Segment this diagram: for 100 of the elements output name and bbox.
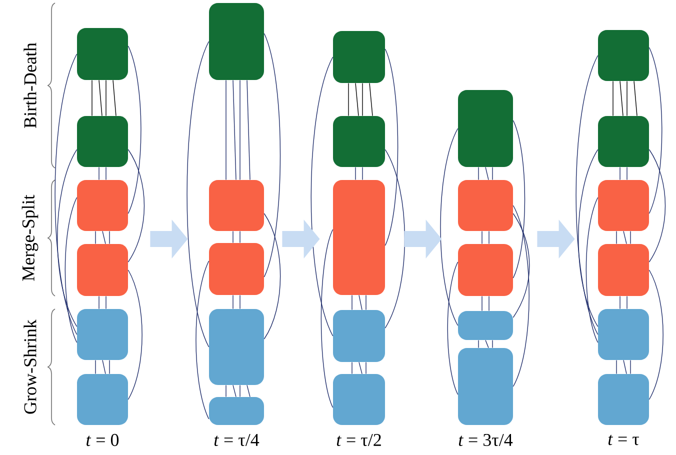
state-box <box>333 31 385 83</box>
connector-line <box>612 80 614 116</box>
connector-line <box>358 294 362 310</box>
state-box <box>209 309 264 385</box>
connector-line <box>95 360 96 374</box>
connector-line <box>488 230 490 244</box>
connector-line <box>623 230 627 244</box>
connector-line <box>232 294 234 310</box>
connector-line <box>485 166 489 180</box>
connector-line <box>485 340 489 348</box>
state-box <box>598 244 649 296</box>
connector-line <box>232 384 236 398</box>
group-label: Merge-Split <box>22 194 38 281</box>
connector-line <box>384 48 398 246</box>
state-box <box>77 374 128 425</box>
connector-line <box>232 230 234 244</box>
connector-line <box>586 197 598 343</box>
connector-line <box>64 197 78 343</box>
connector-line <box>358 362 362 374</box>
connector-line <box>440 128 458 326</box>
connector-line <box>512 213 530 318</box>
connector-line <box>626 296 628 310</box>
connector-line <box>369 82 373 116</box>
connector-line <box>362 166 363 180</box>
state-box <box>458 90 513 167</box>
state-box <box>209 180 264 231</box>
connector-line <box>492 340 493 348</box>
connector-line <box>634 80 638 116</box>
state-box <box>333 374 385 425</box>
connector-line <box>232 80 236 180</box>
connector-line <box>128 149 145 262</box>
state-box <box>209 3 264 80</box>
connector-line <box>648 47 662 214</box>
connector-line <box>310 56 334 336</box>
connector-line <box>98 296 100 310</box>
connector-line <box>246 384 250 398</box>
connector-line <box>478 166 479 180</box>
connector-line <box>384 149 406 328</box>
state-box <box>333 310 385 362</box>
connector-line <box>492 166 493 180</box>
connector-line <box>623 360 627 374</box>
state-box <box>598 180 649 231</box>
connector-line <box>54 54 78 335</box>
connector-line <box>478 340 479 348</box>
connector-line <box>112 80 116 116</box>
connector-line <box>512 205 530 387</box>
connector-line <box>264 33 281 278</box>
connector-line <box>620 80 624 116</box>
connector-line <box>98 80 102 116</box>
connector-line <box>355 82 359 116</box>
connector-line <box>102 230 106 244</box>
group-label: Grow-Shrink <box>24 320 36 414</box>
connector-line <box>576 55 598 335</box>
connector-line <box>109 360 110 374</box>
state-box <box>458 180 513 231</box>
connector-line <box>246 80 250 180</box>
connector-line <box>128 46 142 214</box>
connector-line <box>186 41 210 348</box>
state-box <box>598 30 649 81</box>
connector-line <box>616 360 617 374</box>
state-box <box>458 348 513 425</box>
connector-line <box>578 149 598 327</box>
connector-line <box>102 360 106 374</box>
connector-line <box>488 296 490 312</box>
connector-line <box>648 149 666 262</box>
connector-line <box>648 270 664 400</box>
connector-line <box>447 262 458 395</box>
state-box <box>209 243 264 295</box>
state-box <box>333 180 385 295</box>
connector-line <box>626 80 628 116</box>
state-box <box>598 116 649 167</box>
state-box <box>77 244 128 296</box>
state-box <box>458 311 513 340</box>
connector-line <box>630 230 631 244</box>
connector-line <box>109 230 110 244</box>
state-box <box>333 116 385 167</box>
state-box <box>77 309 128 360</box>
group-label: Birth-Death <box>24 42 36 128</box>
connector-line <box>348 82 349 116</box>
connector-line <box>626 166 628 180</box>
state-box <box>458 244 513 296</box>
time-label: t = τ/4 <box>214 434 260 446</box>
connector-line <box>98 166 100 180</box>
connector-line <box>616 230 617 244</box>
connector-line <box>512 120 526 278</box>
state-box <box>598 374 649 425</box>
connector-line <box>95 230 96 244</box>
connector-line <box>196 260 210 420</box>
connector-line <box>264 213 281 340</box>
state-box <box>77 180 128 231</box>
state-box <box>598 309 649 360</box>
connector-line <box>362 82 363 116</box>
state-box <box>77 116 128 167</box>
connector-line <box>128 270 142 400</box>
connector-line <box>630 360 631 374</box>
state-box <box>77 28 128 80</box>
connector-line <box>57 149 78 327</box>
connector-line <box>320 229 334 408</box>
connector-line <box>355 166 356 180</box>
state-box <box>209 397 264 425</box>
